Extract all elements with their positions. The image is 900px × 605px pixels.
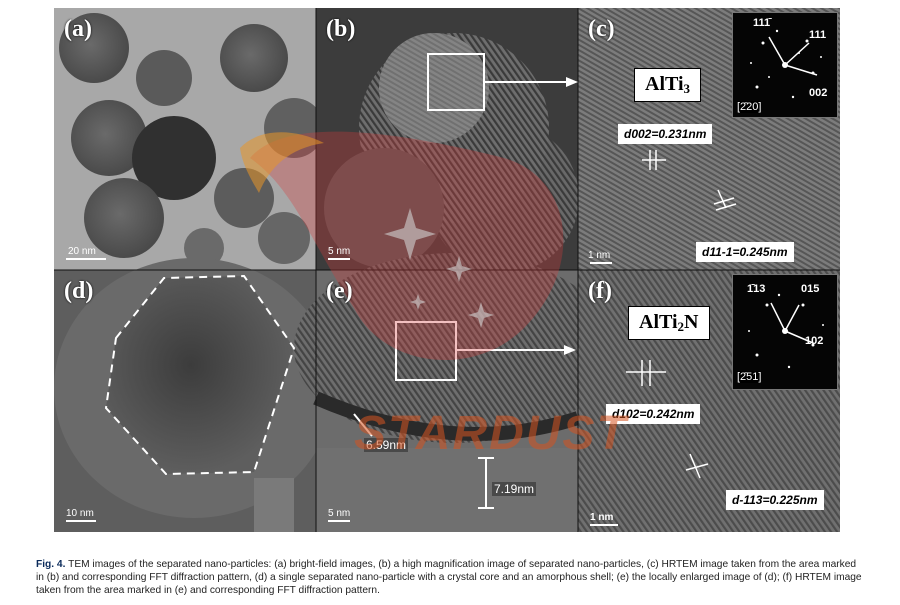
panel-c-d-spacing-2: d11-1=0.245nm <box>696 242 794 262</box>
panel-a-scale-bar-line <box>66 258 106 260</box>
panel-f-scale-bar-line <box>590 524 618 526</box>
panel-c-fft-inset: 111̄ 111 002 [2̄20] <box>732 12 838 118</box>
panel-f-phase-suffix: N <box>684 311 699 333</box>
panel-f-fft-spot-1: 1̄13 <box>747 283 766 295</box>
panel-c: (c) AlTi3 d002=0.231nm d11-1=0.245nm 1 n… <box>578 8 840 270</box>
panel-e-shell-thickness-2: 7.19nm <box>492 482 537 496</box>
panel-a: (a) 20 nm <box>54 8 316 270</box>
stardust-watermark: STARDUST <box>354 407 628 460</box>
tem-figure: (a) 20 nm (b) 5 nm (c) AlTi3 d002=0.231n… <box>54 8 840 532</box>
panel-f-fft-pattern <box>748 293 824 369</box>
panel-c-fft-spot-1: 111̄ <box>753 17 771 29</box>
panel-a-label: (a) <box>64 16 92 42</box>
panel-c-d-spacing-1: d002=0.231nm <box>618 124 713 144</box>
panel-e-scale-bar-line <box>328 520 350 522</box>
panel-b-scale-bar-text: 5 nm <box>328 246 351 257</box>
panel-f-label: (f) <box>588 278 612 304</box>
panel-b-scale-bar-line <box>328 258 350 260</box>
panel-c-fft-spot-3: 002 <box>809 87 828 99</box>
panel-f-fft-inset: 1̄13 015 102 [2̄51] <box>732 274 838 390</box>
panel-e-label: (e) <box>326 278 353 304</box>
panel-e-scale-bar-text: 5 nm <box>328 508 351 519</box>
panel-a-scale-bar-text: 20 nm <box>68 246 96 257</box>
panel-c-phase: AlTi <box>645 73 684 95</box>
panel-c-scale-bar-text: 1 nm <box>588 250 611 261</box>
panel-c-phase-label: AlTi3 <box>634 68 702 102</box>
panel-d-scale-bar-text: 10 nm <box>66 508 94 519</box>
panel-f-phase-sub: 2 <box>677 319 685 334</box>
panel-f-zone-axis: [2̄51] <box>737 371 762 383</box>
panel-c-label: (c) <box>588 16 615 42</box>
panel-f-d-spacing-1: d102=0.242nm <box>606 404 701 424</box>
panel-f-fft-spot-3: 102 <box>805 335 824 347</box>
panel-f-d-spacing-2: d-113=0.225nm <box>726 490 824 510</box>
panel-b-label: (b) <box>326 16 356 42</box>
caption-label: Fig. 4. <box>36 559 66 570</box>
panel-c-scale-bar-line <box>590 262 612 264</box>
panel-e-shell-thickness-1: 6.59nm <box>364 438 409 452</box>
panel-c-fft-spot-2: 111 <box>809 29 827 41</box>
panel-f-fft-spot-2: 015 <box>801 283 820 295</box>
panel-e: (e) 6.59nm 7.19nm 5 nm <box>316 270 578 532</box>
panel-d-label: (d) <box>64 278 94 304</box>
panel-c-zone-axis: [2̄20] <box>737 101 762 113</box>
panel-d-scale-bar-line <box>66 520 96 522</box>
panel-b: (b) 5 nm <box>316 8 578 270</box>
figure-caption: Fig. 4. TEM images of the separated nano… <box>36 558 866 597</box>
panel-f-scale-bar-text: 1 nm <box>590 512 614 523</box>
panel-c-phase-sub: 3 <box>683 81 691 96</box>
panel-d: (d) 10 nm <box>54 270 316 532</box>
caption-text: TEM images of the separated nano-particl… <box>36 559 862 596</box>
panel-f-phase-label: AlTi2N <box>628 306 710 340</box>
panel-c-fft-pattern <box>750 29 822 99</box>
panel-f-phase: AlTi <box>639 311 678 333</box>
panel-f: (f) AlTi2N d102=0.242nm d-113=0.225nm 1 … <box>578 270 840 532</box>
